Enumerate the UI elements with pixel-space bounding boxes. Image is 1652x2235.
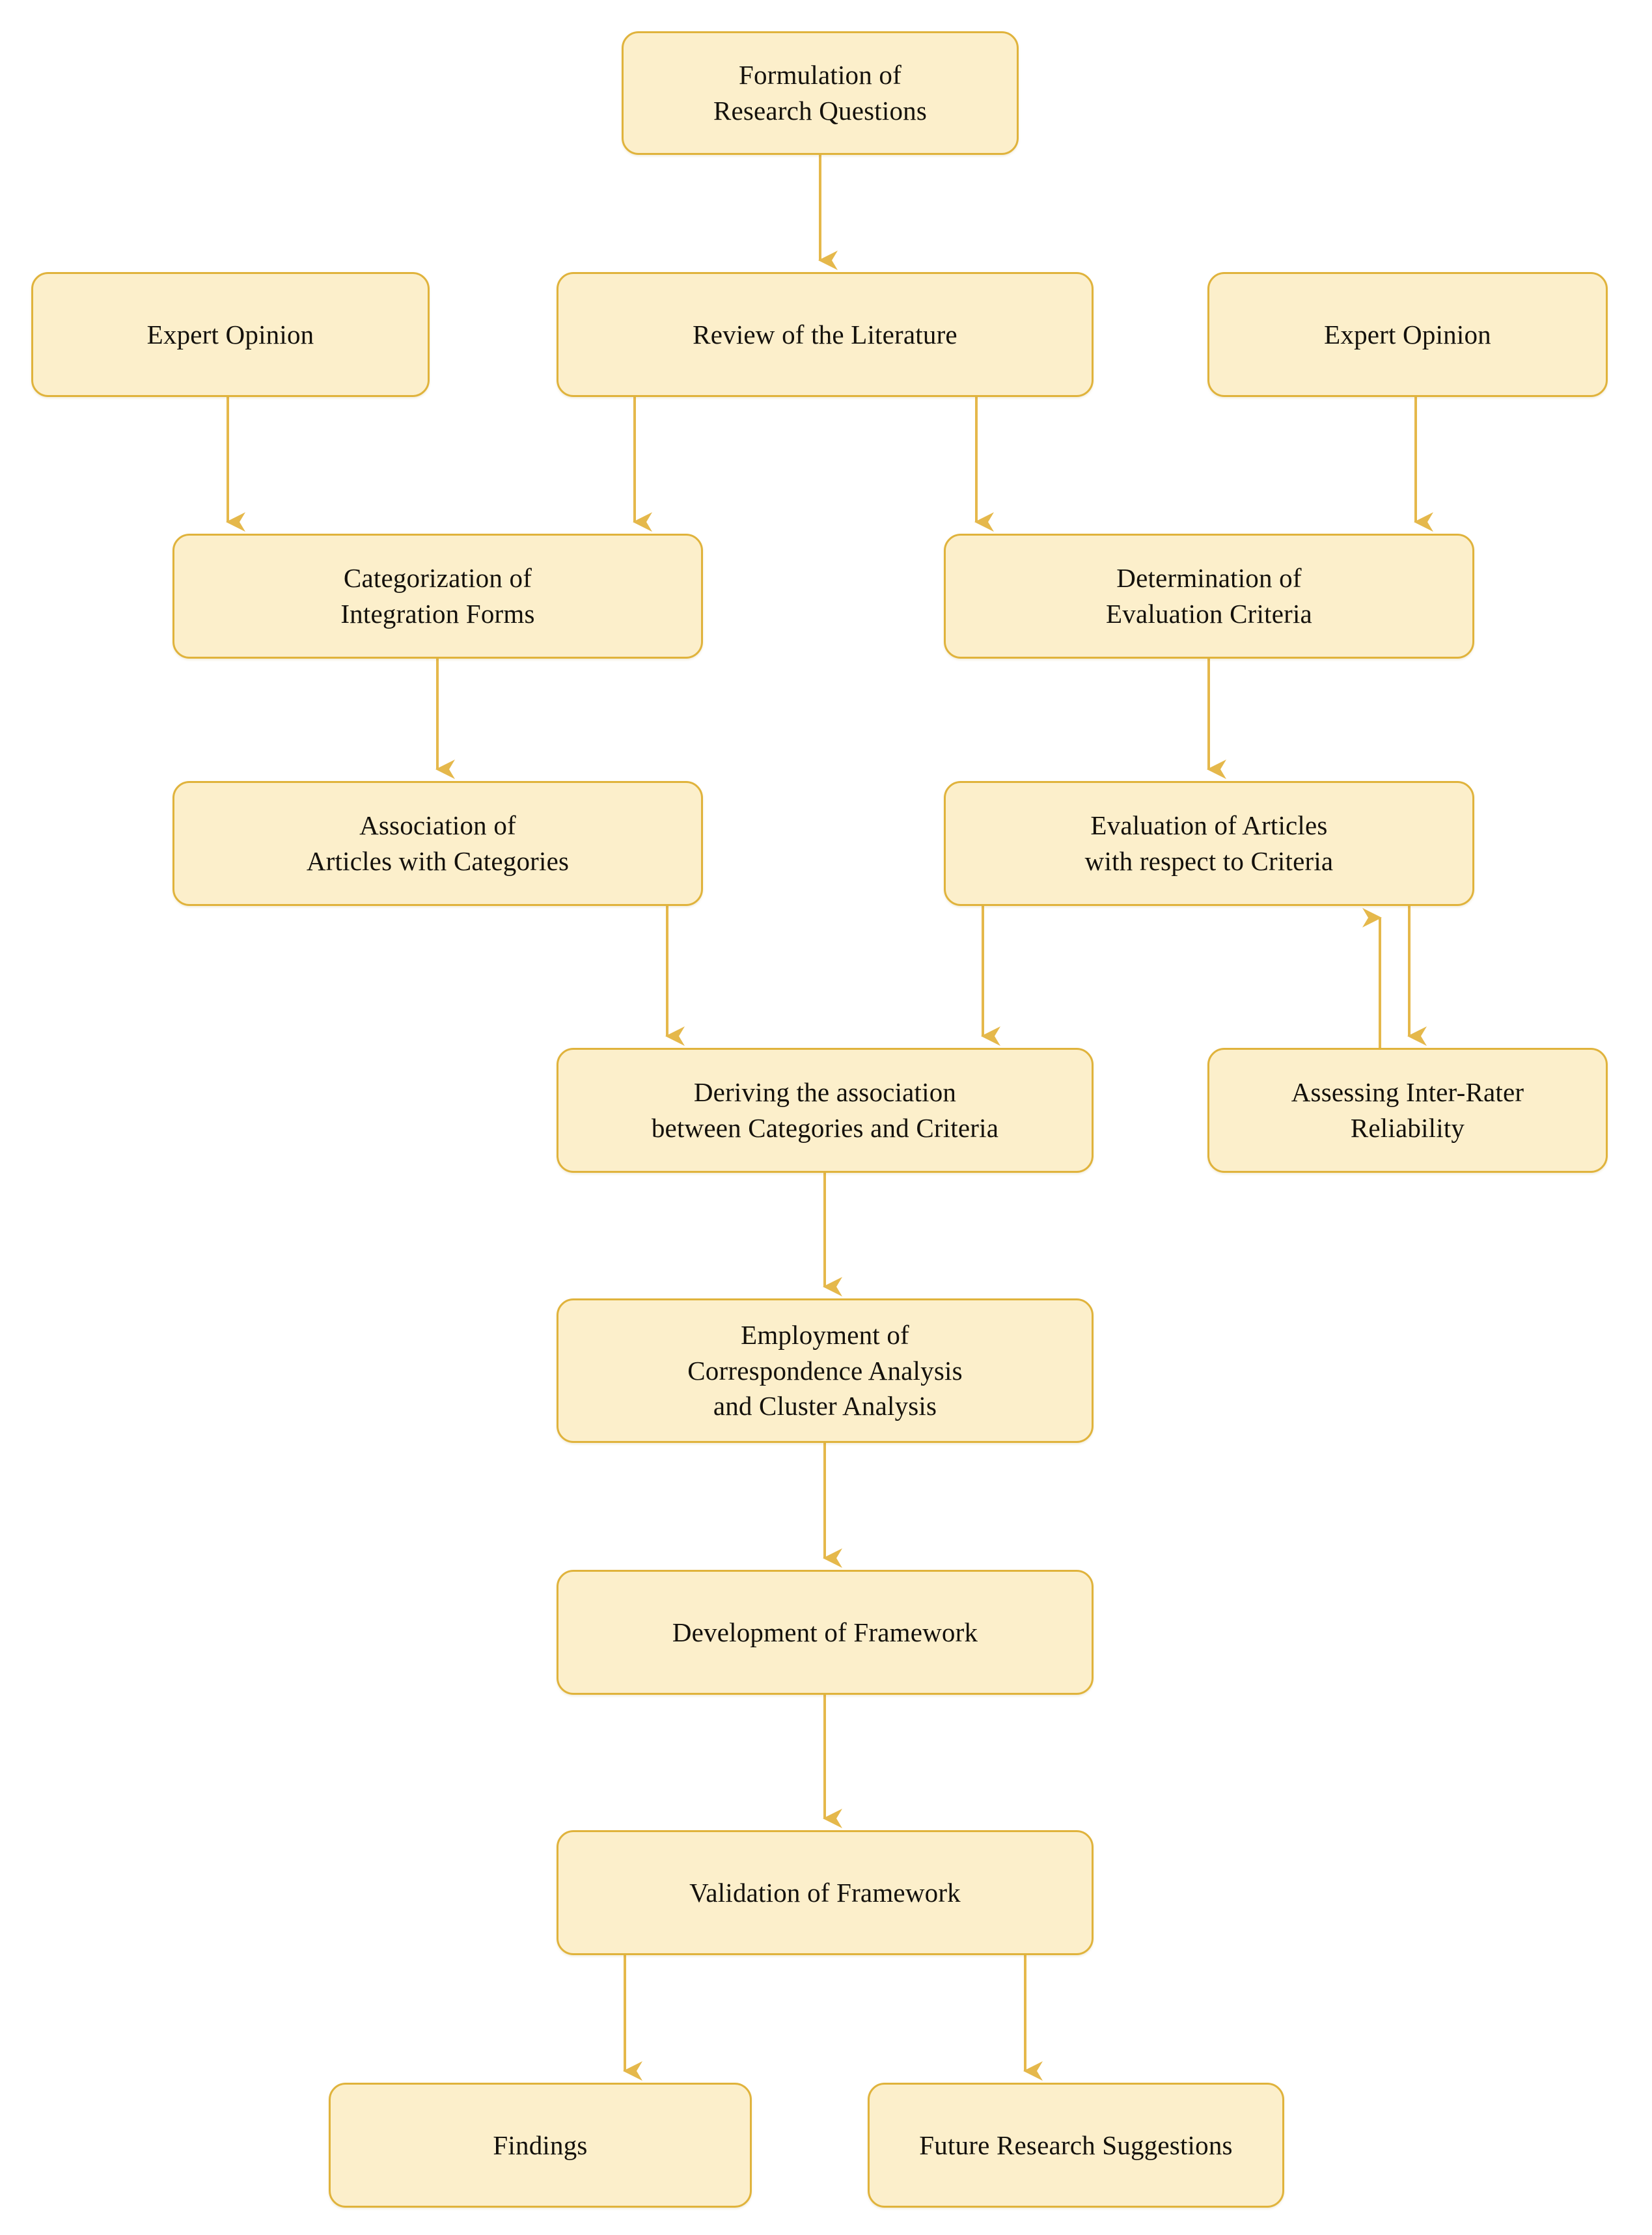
node-expert-opinion-right[interactable]: Expert Opinion — [1207, 272, 1608, 397]
node-employment-analysis[interactable]: Employment of Correspondence Analysis an… — [557, 1298, 1094, 1443]
node-development-framework[interactable]: Development of Framework — [557, 1570, 1094, 1695]
node-future-research[interactable]: Future Research Suggestions — [868, 2083, 1284, 2208]
node-formulation[interactable]: Formulation of Research Questions — [622, 31, 1019, 155]
node-review-literature[interactable]: Review of the Literature — [557, 272, 1094, 397]
node-evaluation-articles[interactable]: Evaluation of Articles with respect to C… — [944, 781, 1474, 906]
node-expert-opinion-left[interactable]: Expert Opinion — [31, 272, 430, 397]
node-determination[interactable]: Determination of Evaluation Criteria — [944, 534, 1474, 659]
node-inter-rater[interactable]: Assessing Inter-Rater Reliability — [1207, 1048, 1608, 1173]
node-deriving-association[interactable]: Deriving the association between Categor… — [557, 1048, 1094, 1173]
node-validation-framework[interactable]: Validation of Framework — [557, 1830, 1094, 1955]
node-categorization[interactable]: Categorization of Integration Forms — [172, 534, 703, 659]
edge-layer — [226, 155, 1433, 2081]
node-findings[interactable]: Findings — [329, 2083, 752, 2208]
node-association-articles[interactable]: Association of Articles with Categories — [172, 781, 703, 906]
